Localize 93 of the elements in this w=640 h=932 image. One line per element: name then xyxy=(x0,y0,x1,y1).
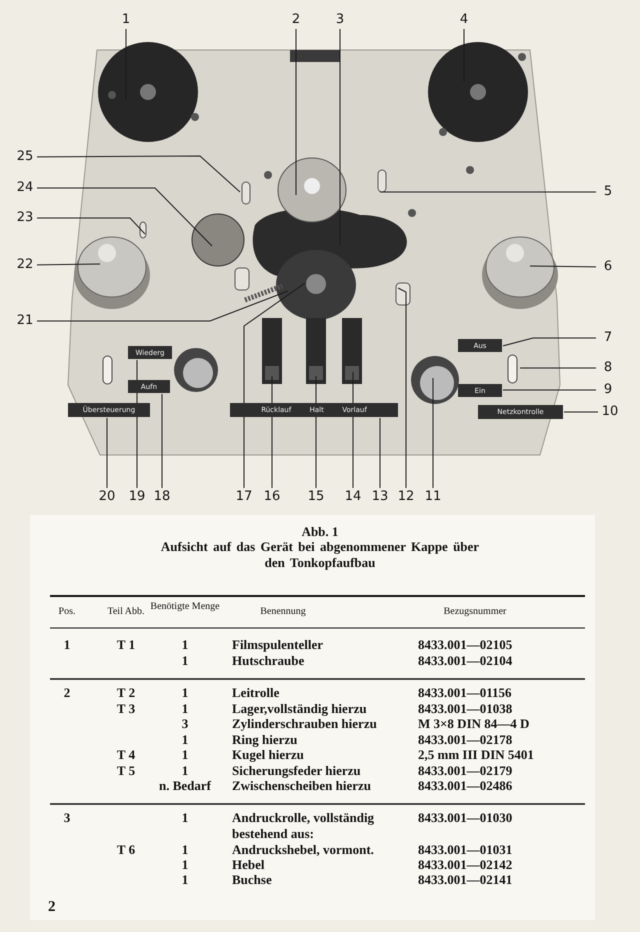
table-cell-text: Hutschraube xyxy=(232,653,306,668)
callout-number: 12 xyxy=(395,489,417,505)
table-cell: 2,5 mm III DIN 5401 xyxy=(418,747,534,762)
table-cell-text: 3 xyxy=(180,716,190,732)
column-header: Bezugsnummer xyxy=(442,607,508,617)
table-cell: 8433.001—02486 xyxy=(418,778,512,794)
table-cell-text: Hebel xyxy=(232,857,266,872)
table-cell-text: Zwischenscheiben hierzu xyxy=(232,778,372,794)
table-cell-text: 2 xyxy=(62,685,72,700)
figure-caption: Aufsicht auf das Gerät bei abgenommener Kappe über den Tonkopfaufbau xyxy=(160,539,480,570)
table-cell-text: 1 xyxy=(180,653,190,668)
leader-line xyxy=(530,266,596,268)
figure-title: Abb. 1 xyxy=(300,524,340,540)
table-cell-text: Andruckshebel, vormont. xyxy=(232,842,375,858)
callout-number: 6 xyxy=(597,259,619,275)
callout-number: 8 xyxy=(597,360,619,376)
leader-line xyxy=(36,156,240,192)
table-cell-text: T 3 xyxy=(116,701,136,716)
leader-line xyxy=(36,290,288,322)
table-cell-text: Filmspulenteller xyxy=(232,637,324,652)
callout-number: 14 xyxy=(342,489,364,505)
table-cell: 8433.001—01038 xyxy=(418,701,512,716)
table-cell-text: 1 xyxy=(180,763,190,778)
table-cell-text: 1 xyxy=(180,810,190,826)
table-cell-text: Kugel hierzu xyxy=(232,747,305,762)
table-cell: 8433.001—01030 xyxy=(418,810,512,826)
callout-number: 21 xyxy=(14,313,36,329)
table-cell-text: Lager,vollständig hierzu xyxy=(232,701,368,716)
callout-number: 11 xyxy=(422,489,444,505)
column-header: Benennung xyxy=(259,607,307,617)
table-cell-text: 1 xyxy=(180,701,190,716)
leader-line xyxy=(36,188,212,246)
leader-line xyxy=(502,338,596,346)
table-cell: M 3×8 DIN 84—4 D xyxy=(418,716,530,732)
callout-number: 19 xyxy=(126,489,148,505)
column-header: Pos. xyxy=(58,607,76,617)
table-cell-text: Ring hierzu xyxy=(232,732,298,748)
callout-number: 5 xyxy=(597,184,619,200)
table-cell: 8433.001—01156 xyxy=(418,685,512,700)
callout-number: 3 xyxy=(329,12,351,28)
table-cell-text: T 2 xyxy=(116,685,136,700)
table-cell-text: 3 xyxy=(62,810,72,826)
table-cell-text: Leitrolle xyxy=(232,685,280,700)
callout-number: 1 xyxy=(115,12,137,28)
table-cell-text: n. Bedarf xyxy=(158,778,212,794)
callout-number: 23 xyxy=(14,210,36,226)
leader-line xyxy=(398,288,406,488)
table-cell-text: T 5 xyxy=(116,763,136,778)
label-plate xyxy=(230,403,398,417)
table-cell-text: 1 xyxy=(180,685,190,700)
table-cell: 8433.001—02104 xyxy=(418,653,512,668)
callout-number: 15 xyxy=(305,489,327,505)
table-cell-text: 1 xyxy=(180,857,190,872)
table-cell-text: 1 xyxy=(180,842,190,858)
leader-line xyxy=(106,418,108,488)
callout-number: 10 xyxy=(599,404,621,420)
leader-line xyxy=(36,218,146,234)
callout-number: 2 xyxy=(285,12,307,28)
callout-number: 16 xyxy=(261,489,283,505)
callout-number: 17 xyxy=(233,489,255,505)
table-cell-text: T 6 xyxy=(116,842,136,858)
leader-line xyxy=(352,372,354,488)
table-cell-text: Sicherungsfeder hierzu xyxy=(232,763,362,778)
leader-line xyxy=(432,378,434,488)
table-cell-text: T 1 xyxy=(116,637,136,652)
callout-number: 24 xyxy=(14,180,36,196)
callout-number: 18 xyxy=(151,489,173,505)
leader-line xyxy=(244,282,306,488)
table-cell: 8433.001—02141 xyxy=(418,872,512,888)
callout-number: 9 xyxy=(597,382,619,398)
table-cell-text: 1 xyxy=(180,872,190,888)
table-cell-text: 1 xyxy=(62,637,72,652)
callout-number: 25 xyxy=(14,149,36,165)
callout-number: 13 xyxy=(369,489,391,505)
table-cell: 8433.001—02105 xyxy=(418,637,512,652)
table-cell: 8433.001—02179 xyxy=(418,763,512,778)
callout-number: 22 xyxy=(14,257,36,273)
column-header: Benötigte Menge xyxy=(149,602,221,612)
callout-number: 7 xyxy=(597,330,619,346)
leader-line xyxy=(36,264,100,266)
callout-number: 20 xyxy=(96,489,118,505)
table-cell-text: T 4 xyxy=(116,747,136,762)
page-number: 2 xyxy=(48,900,56,916)
table-cell-text: Zylinderschrauben hierzu xyxy=(232,716,378,732)
table-cell: 8433.001—02178 xyxy=(418,732,512,748)
table-cell: 8433.001—02142 xyxy=(418,857,512,872)
table-cell-text: Buchse xyxy=(232,872,273,888)
table-cell-text: 1 xyxy=(180,747,190,762)
table-cell-text: 1 xyxy=(180,637,190,652)
table-cell: 8433.001—01031 xyxy=(418,842,512,858)
callout-number: 4 xyxy=(453,12,475,28)
table-cell-text: 1 xyxy=(180,732,190,748)
table-cell-text: Andruckrolle, vollständig bestehend aus: xyxy=(232,810,376,841)
